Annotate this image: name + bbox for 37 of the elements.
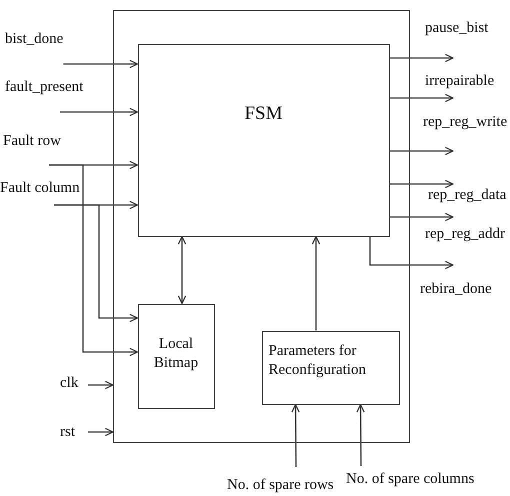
arrow bbox=[88, 428, 114, 436]
arrow bbox=[390, 212, 454, 222]
signal-label: rep_reg_write bbox=[423, 114, 508, 131]
fsm-block bbox=[138, 44, 390, 236]
signal-label: rst bbox=[60, 424, 75, 441]
signal-label: fault_present bbox=[5, 79, 84, 96]
signal-label: pause_bist bbox=[425, 20, 488, 37]
block-label: Local Bitmap bbox=[152, 334, 200, 372]
arrow bbox=[356, 404, 365, 466]
signal-label: clk bbox=[60, 375, 78, 392]
arrow bbox=[60, 108, 138, 116]
arrow bbox=[63, 60, 138, 68]
arrow bbox=[312, 236, 320, 330]
arrow bbox=[291, 404, 300, 467]
arrow bbox=[49, 164, 138, 356]
bidirectional-arrow bbox=[178, 236, 186, 304]
signal-label: Fault row bbox=[3, 133, 61, 150]
arrow bbox=[390, 180, 454, 188]
arrow bbox=[390, 54, 454, 62]
signal-label: No. of spare rows bbox=[227, 477, 334, 494]
arrow bbox=[54, 204, 138, 322]
module-boundary-box bbox=[113, 10, 410, 443]
signal-label: No. of spare columns bbox=[346, 471, 474, 488]
signal-label: irrepairable bbox=[425, 73, 494, 90]
arrow bbox=[369, 236, 454, 270]
signal-label: bist_done bbox=[5, 31, 64, 48]
signal-label: rep_reg_data bbox=[428, 187, 506, 204]
arrow bbox=[390, 94, 454, 102]
signal-label: rebira_done bbox=[420, 281, 492, 298]
arrow bbox=[88, 380, 114, 390]
bitmap-block bbox=[138, 304, 214, 408]
arrow bbox=[390, 146, 454, 156]
block-label: FSM bbox=[244, 102, 283, 124]
parameters-block bbox=[262, 330, 400, 404]
signal-label: Fault column bbox=[0, 180, 80, 197]
block-label: Parameters for Reconfiguration bbox=[268, 342, 367, 380]
signal-label: rep_reg_addr bbox=[425, 226, 505, 243]
